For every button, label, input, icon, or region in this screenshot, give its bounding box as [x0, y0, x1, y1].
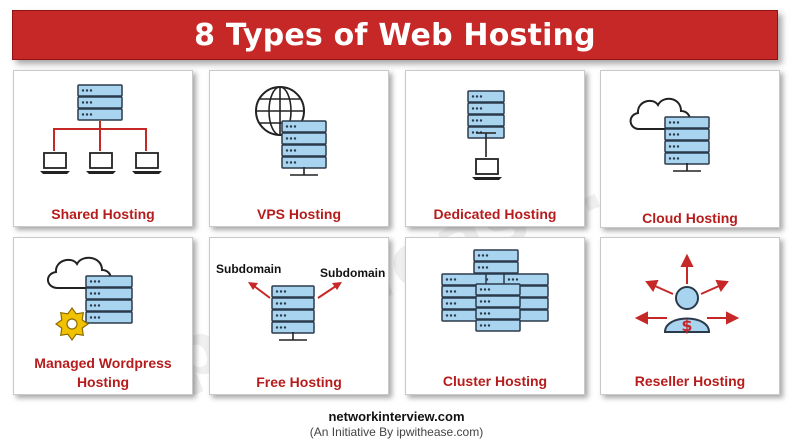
- server-rack-icon: [475, 283, 521, 332]
- free-hosting-icon: [248, 282, 342, 341]
- subdomain-label-right: Subdomain: [320, 266, 386, 280]
- card-vps-hosting: VPS Hosting: [209, 70, 389, 227]
- title-banner: 8 Types of Web Hosting: [12, 10, 778, 60]
- arrow-right-icon: [317, 282, 342, 299]
- vps-server-icon: [255, 86, 327, 176]
- reseller-icon: $: [634, 253, 740, 335]
- card-cloud-hosting: Cloud Hosting: [600, 70, 780, 228]
- cloud-server-icon: [629, 97, 710, 172]
- card-label: Dedicated Hosting: [433, 206, 557, 222]
- card-label-line2: Hosting: [76, 374, 130, 390]
- person-icon: $: [663, 286, 711, 335]
- card-cluster-hosting: Cluster Hosting: [405, 237, 585, 395]
- card-label: Cloud Hosting: [642, 210, 738, 226]
- cluster-server-icon: [441, 249, 549, 332]
- shared-server-icon: [40, 84, 162, 174]
- card-label: Shared Hosting: [51, 206, 155, 222]
- svg-text:$: $: [681, 316, 692, 335]
- card-managed-wordpress-hosting: Managed Wordpress Hosting: [13, 237, 193, 395]
- laptop-icon: [472, 158, 502, 180]
- server-rack-icon: [271, 285, 315, 334]
- server-rack-icon: [77, 84, 123, 121]
- network-stand-icon: [290, 167, 318, 176]
- network-stand-icon: [279, 332, 307, 341]
- gear-icon: [54, 306, 90, 342]
- footer-tagline: (An Initiative By ipwithease.com): [309, 425, 484, 439]
- card-dedicated-hosting: Dedicated Hosting: [405, 70, 585, 227]
- card-label: Free Hosting: [256, 374, 342, 390]
- server-rack-icon: [85, 275, 133, 324]
- dedicated-server-icon: [467, 90, 505, 180]
- server-rack-icon: [467, 90, 505, 139]
- subdomain-label-left: Subdomain: [216, 262, 282, 276]
- card-label: Reseller Hosting: [634, 373, 746, 389]
- card-label-line1: Managed Wordpress: [34, 355, 172, 371]
- card-free-hosting: Subdomain Subdomain Free Hosting: [209, 237, 389, 395]
- page-title: 8 Types of Web Hosting: [194, 17, 596, 53]
- network-stand-icon: [673, 163, 701, 172]
- arrow-left-icon: [248, 282, 271, 299]
- card-shared-hosting: Shared Hosting: [13, 70, 193, 227]
- card-reseller-hosting: $ Reseller Hosting: [600, 237, 780, 395]
- card-label: VPS Hosting: [256, 206, 341, 222]
- server-rack-icon: [664, 116, 710, 165]
- server-rack-icon: [441, 273, 487, 322]
- footer-site: networkinterview.com: [328, 409, 465, 424]
- managed-wordpress-icon: [47, 256, 133, 342]
- laptop-icon: [132, 152, 162, 174]
- server-rack-icon: [281, 120, 327, 169]
- laptop-icon: [86, 152, 116, 174]
- laptop-icon: [40, 152, 70, 174]
- card-label: Cluster Hosting: [442, 373, 548, 389]
